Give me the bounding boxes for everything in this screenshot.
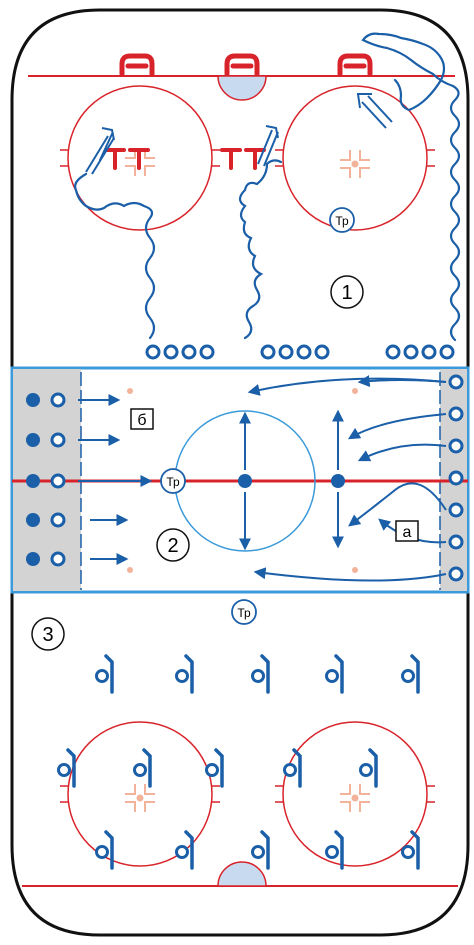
player-stick-icon <box>359 748 378 788</box>
svg-text:1: 1 <box>341 282 352 304</box>
zone-number-2: 2 <box>156 528 190 562</box>
player-stick-icon <box>95 830 114 870</box>
faceoff-circle-bottom-left <box>60 721 220 867</box>
svg-text:Тр: Тр <box>237 606 251 620</box>
player-stick-icon <box>325 654 344 694</box>
cone-icon <box>104 148 266 170</box>
faceoff-circle-bottom-right <box>275 721 435 867</box>
puck-marker <box>127 388 358 573</box>
label-b-box: б <box>130 408 154 430</box>
player-stick-group <box>57 654 420 870</box>
pass-arrow <box>257 125 279 167</box>
player-stick-icon <box>251 830 270 870</box>
player-stick-icon <box>57 748 76 788</box>
zone-number-1: 1 <box>330 275 364 309</box>
player-group-left <box>26 392 66 567</box>
label-a-box: а <box>395 520 419 542</box>
player-stick-icon <box>251 654 270 694</box>
faceoff-circle-right <box>275 85 435 231</box>
faceoff-circle-left <box>60 85 220 231</box>
player-stick-icon <box>175 654 194 694</box>
skating-arrow <box>239 409 344 551</box>
zone-number-3: 3 <box>31 617 65 651</box>
svg-text:Тр: Тр <box>335 214 349 228</box>
goal-net-icon <box>119 53 155 77</box>
svg-text:б: б <box>137 412 146 429</box>
pass-arrow <box>356 93 393 129</box>
top-crease <box>217 75 267 101</box>
skating-path <box>74 133 156 340</box>
skating-path <box>361 32 461 342</box>
svg-text:2: 2 <box>167 535 178 557</box>
bottom-crease <box>217 861 267 887</box>
svg-text:Тр: Тр <box>166 475 180 489</box>
player-group-right <box>448 374 464 582</box>
player-queue <box>145 344 455 360</box>
skating-path <box>238 159 283 340</box>
coach-marker: Тр <box>160 468 186 494</box>
player-stick-icon <box>401 830 420 870</box>
coach-marker: Тр <box>329 207 355 233</box>
player-stick-icon <box>133 748 152 788</box>
player-stick-icon <box>95 654 114 694</box>
goal-net-icon <box>224 53 260 77</box>
goal-net-icon <box>337 53 373 77</box>
player-stick-icon <box>205 748 224 788</box>
svg-text:3: 3 <box>42 624 53 646</box>
player-stick-icon <box>175 830 194 870</box>
coach-marker: Тр <box>231 599 257 625</box>
pass-arrow <box>85 127 115 175</box>
svg-text:а: а <box>403 524 412 541</box>
player-stick-icon <box>325 830 344 870</box>
player-stick-icon <box>283 748 302 788</box>
skating-arrow <box>78 394 153 565</box>
player-stick-icon <box>401 654 420 694</box>
player-dot <box>238 474 345 488</box>
faceoff-circle-left-marks <box>125 148 155 176</box>
